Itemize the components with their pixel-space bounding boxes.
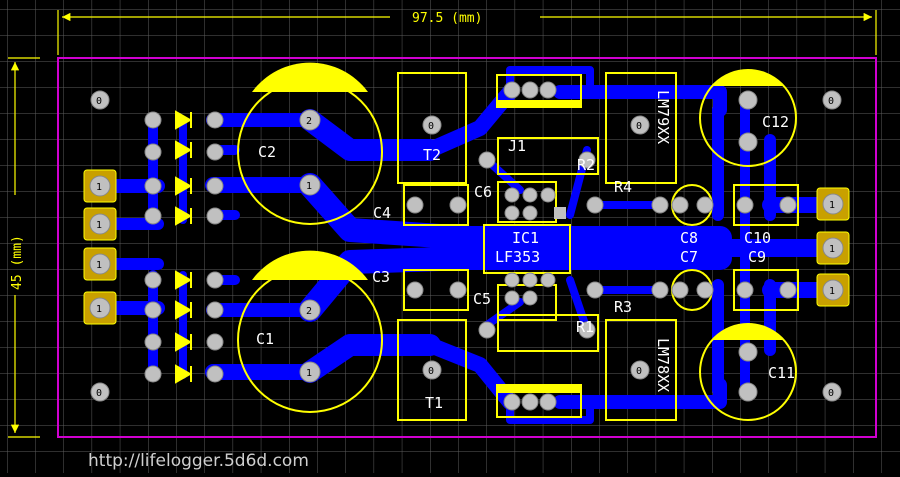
label-c5: C5 (473, 290, 491, 308)
label-j1: J1 (508, 137, 526, 155)
svg-text:0: 0 (428, 366, 434, 377)
width-dimension (57, 10, 877, 55)
svg-text:0: 0 (828, 388, 834, 399)
svg-text:1: 1 (96, 182, 102, 193)
t2-outline (397, 72, 467, 184)
svg-text:0: 0 (428, 121, 434, 132)
label-r2: R2 (577, 156, 595, 174)
label-c10: C10 (744, 229, 771, 247)
label-c4: C4 (373, 204, 391, 222)
rectifier-diodes (175, 110, 193, 384)
width-dimension-label: 97.5 (mm) (412, 11, 482, 26)
board-outline (57, 57, 877, 438)
svg-text:1: 1 (306, 368, 312, 379)
pads (83, 81, 850, 411)
pad-numbers: 0 0 0 0 0 0 0 0 2 1 2 1 1 1 1 1 1 1 1 (96, 96, 835, 399)
label-c6: C6 (474, 183, 492, 201)
lm79xx-outline (605, 72, 677, 184)
label-lm79xx: LM79XX (654, 90, 672, 144)
label-t2: T2 (423, 146, 441, 164)
label-lm78xx: LM78XX (654, 338, 672, 392)
lm78xx-outline (605, 319, 677, 421)
svg-text:0: 0 (828, 96, 834, 107)
t1-outline (397, 319, 467, 421)
height-dimension-label: 45 (mm) (10, 235, 25, 290)
svg-text:0: 0 (96, 96, 102, 107)
label-c8: C8 (680, 229, 698, 247)
label-r1: R1 (576, 318, 594, 336)
ic1-outline (483, 224, 571, 274)
svg-text:1: 1 (306, 181, 312, 192)
label-r3: R3 (614, 298, 632, 316)
label-lf353: LF353 (495, 248, 540, 266)
silk-fills (252, 62, 784, 393)
svg-text:1: 1 (96, 304, 102, 315)
cap-c6-outline (497, 181, 557, 223)
svg-text:1: 1 (96, 260, 102, 271)
label-c3: C3 (372, 268, 390, 286)
label-t1: T1 (425, 394, 443, 412)
res-r1-outline (497, 314, 599, 352)
label-c7: C7 (680, 248, 698, 266)
res-r2-outline (497, 137, 599, 175)
silkscreen (237, 69, 799, 421)
label-ic1: IC1 (512, 229, 539, 247)
label-c1: C1 (256, 330, 274, 348)
svg-text:1: 1 (829, 200, 835, 211)
label-c12: C12 (762, 113, 789, 131)
svg-text:1: 1 (96, 220, 102, 231)
svg-text:0: 0 (636, 121, 642, 132)
label-c9: C9 (748, 248, 766, 266)
component-labels: C2 C1 C4 C3 C6 C5 C8 C7 C10 C9 C12 C11 T… (256, 90, 795, 412)
svg-text:0: 0 (96, 388, 102, 399)
label-r4: R4 (614, 178, 632, 196)
label-c11: C11 (768, 364, 795, 382)
svg-text:1: 1 (829, 244, 835, 255)
watermark: http://lifelogger.5d6d.com (88, 451, 309, 471)
cap-c9-outline (733, 269, 799, 311)
height-dimension (8, 57, 40, 438)
svg-text:2: 2 (306, 116, 312, 127)
svg-text:1: 1 (829, 286, 835, 297)
cap-c3-outline (403, 269, 469, 311)
cap-c10-outline (733, 184, 799, 226)
cap-c4-outline (403, 184, 469, 226)
label-c2: C2 (258, 143, 276, 161)
svg-text:0: 0 (636, 366, 642, 377)
svg-text:2: 2 (306, 306, 312, 317)
